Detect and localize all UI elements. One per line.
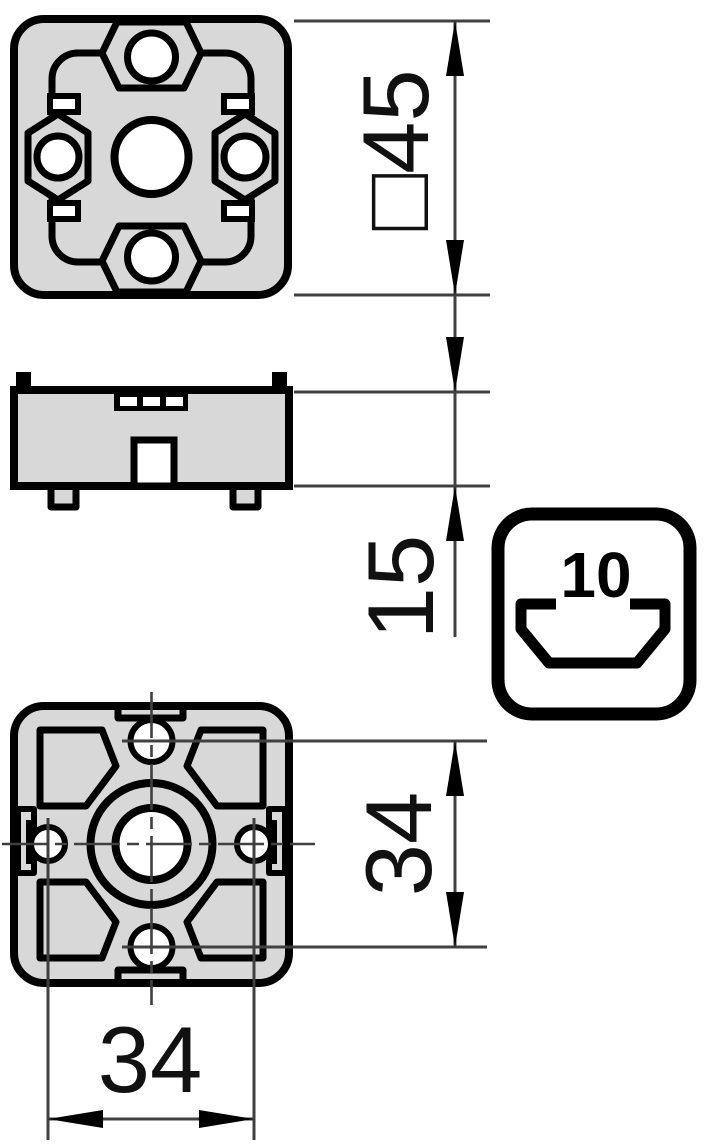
slot-upper-left (47, 93, 81, 115)
arrowhead-up (446, 486, 464, 541)
groove-size-label: 10 (560, 539, 631, 611)
boss-hole-top (124, 29, 179, 85)
connector-slot-3 (166, 397, 183, 406)
dimension-height15: 15 (294, 337, 490, 639)
dimension-label-34v: 34 (346, 792, 451, 897)
arrowhead-right (199, 1110, 254, 1128)
dimension-34-horizontal: 34 (46, 818, 256, 1140)
arrowhead-left (48, 1110, 103, 1128)
connector-slot-2 (143, 397, 160, 406)
slot-lower-right (221, 200, 255, 222)
connector-slot-1 (120, 397, 137, 406)
pocket-top-right (183, 726, 267, 810)
groove-profile-icon (515, 598, 671, 669)
groove-pictogram: 10 (491, 507, 697, 721)
boss-hole-left (33, 132, 83, 182)
dimension-label-34h: 34 (98, 1007, 203, 1112)
arrowhead-down (446, 337, 464, 392)
side-view (10, 372, 293, 511)
dimension-square45: □45 (294, 19, 490, 637)
arrowhead-up (446, 741, 464, 796)
dimension-34-vertical: 34 (122, 739, 487, 949)
dimension-label-square45: □45 (343, 69, 448, 230)
center-bore (110, 116, 193, 198)
slot-lower-left (47, 200, 81, 222)
boss-hole-right (220, 132, 270, 182)
dimension-label-15: 15 (348, 535, 453, 640)
pocket-top-left (36, 726, 120, 810)
pocket-bottom-right (183, 878, 267, 962)
pocket-bottom-left (36, 878, 120, 962)
arrowhead-down (446, 892, 464, 947)
center-slot (130, 436, 178, 490)
top-view (10, 15, 292, 299)
slot-upper-right (221, 93, 255, 115)
arrowhead-down (446, 240, 464, 295)
arrowhead-up (446, 21, 464, 76)
boss-hole-bottom (124, 229, 179, 285)
bottom-view (2, 692, 315, 1005)
